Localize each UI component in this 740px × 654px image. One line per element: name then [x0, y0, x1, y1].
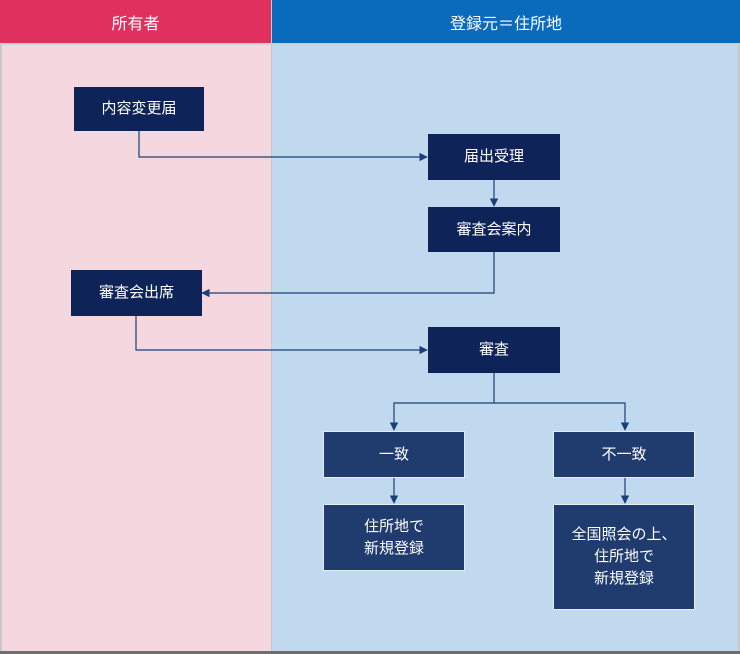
node-register-new: 住所地で 新規登録 [323, 504, 465, 571]
node-change-notice: 内容変更届 [74, 87, 204, 131]
owner-lane-header: 所有者 [0, 0, 271, 43]
node-review: 審査 [428, 327, 560, 373]
node-match: 一致 [323, 431, 465, 478]
lane-divider [271, 0, 272, 654]
header-divider [0, 43, 740, 45]
node-receipt: 届出受理 [428, 134, 560, 180]
node-attend-review: 審査会出席 [71, 270, 202, 316]
bottom-border [0, 651, 740, 654]
node-mismatch: 不一致 [553, 431, 695, 478]
node-review-notice: 審査会案内 [428, 207, 560, 252]
node-check-then-register: 全国照会の上、 住所地で 新規登録 [553, 504, 695, 610]
registry-lane-header: 登録元＝住所地 [272, 0, 740, 43]
